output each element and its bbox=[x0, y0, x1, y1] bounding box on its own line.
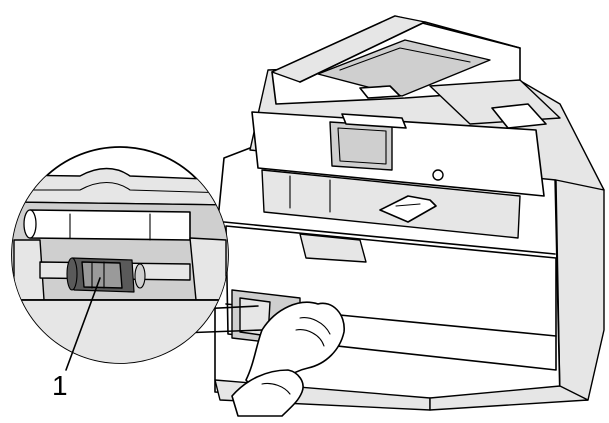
detail-bottom bbox=[12, 299, 228, 363]
hand-thumb-line bbox=[261, 382, 291, 395]
panel-top-lip bbox=[341, 113, 407, 129]
hand-finger-line-2 bbox=[295, 329, 325, 347]
pickup-roller-ridges bbox=[91, 261, 105, 289]
callout-leader-line bbox=[65, 277, 101, 371]
output-paper-support bbox=[379, 195, 437, 223]
adf-tray-guide bbox=[339, 47, 471, 71]
detail-upper-shaft bbox=[29, 209, 191, 241]
detail-shaft-end bbox=[23, 209, 37, 239]
detail-frame-edge bbox=[19, 181, 228, 194]
detail-shaft-lines bbox=[69, 213, 151, 241]
printer-base-right bbox=[429, 385, 589, 411]
printer-illustration bbox=[214, 15, 605, 411]
output-support-edge bbox=[395, 203, 421, 207]
pickup-roller-end bbox=[66, 257, 78, 291]
adf-stopper bbox=[359, 85, 401, 99]
adf-lid-edge bbox=[299, 21, 521, 83]
touchscreen-inner bbox=[337, 127, 387, 165]
hand-finger-line-1 bbox=[299, 317, 331, 335]
hand-illustration bbox=[231, 301, 345, 417]
roller-bearing bbox=[134, 263, 146, 289]
callout-number-1: 1 bbox=[52, 370, 68, 401]
control-panel bbox=[251, 111, 545, 197]
detail-right-guide bbox=[189, 237, 227, 301]
detail-top-frame bbox=[12, 167, 228, 206]
hand-left bbox=[231, 369, 304, 417]
power-button-icon bbox=[432, 169, 444, 181]
tray-handle bbox=[299, 233, 367, 263]
output-tray-ribs bbox=[289, 175, 331, 213]
pickup-roller-surface bbox=[81, 261, 123, 289]
adf-output-flap bbox=[491, 103, 547, 129]
front-cover-seam bbox=[223, 221, 556, 255]
magnified-detail-content bbox=[12, 167, 228, 363]
